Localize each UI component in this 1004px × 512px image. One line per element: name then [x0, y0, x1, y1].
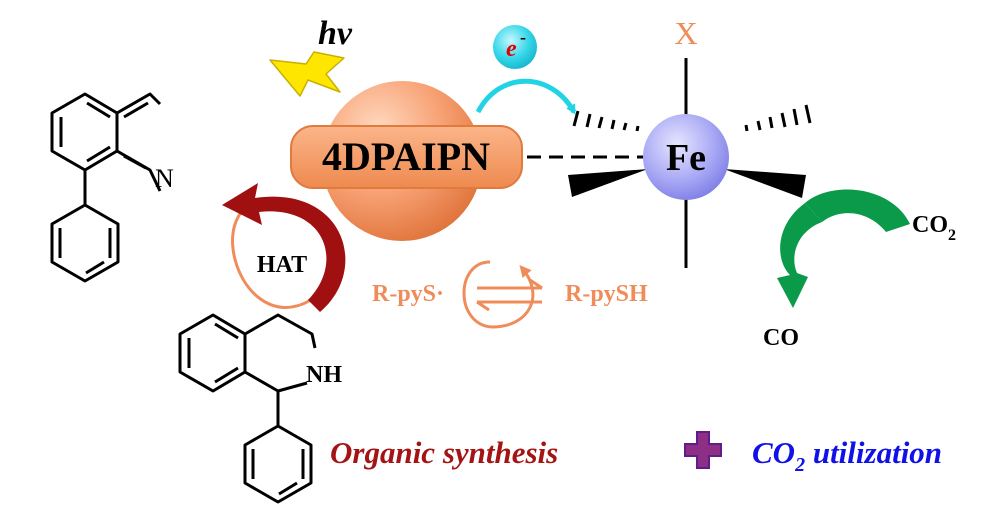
- thiol-cycle-arc-right: [491, 264, 535, 329]
- thiyl-radical-label: R-pyS·: [372, 281, 444, 307]
- organic-synthesis-caption: Organic synthesis: [330, 435, 558, 470]
- fe-hashed-bond-right: [744, 104, 812, 132]
- co2-util-subscript: 2: [794, 454, 805, 476]
- thiol-cycle-arc-left: [462, 260, 493, 329]
- hat-dark-red-arrow: [222, 183, 346, 312]
- photocatalyst-label-box: [290, 125, 523, 189]
- co2-capture-arrow: [805, 189, 910, 232]
- hat-label: HAT: [257, 252, 307, 278]
- co2-utilization-caption: CO2 utilization: [752, 435, 942, 476]
- light-hv-label: hv: [318, 15, 353, 52]
- thiol-label: R-pySH: [565, 281, 648, 307]
- electron-label: e: [506, 36, 517, 62]
- co-product-label: CO: [763, 325, 799, 351]
- fe-hashed-bond-left: [572, 110, 640, 132]
- electron-transfer-arrow: [475, 78, 577, 115]
- co2-main-subscript: 2: [948, 227, 956, 244]
- electron-sphere: [493, 25, 537, 69]
- tetrahydroisoquinoline-structure: [178, 313, 317, 504]
- photocatalyst-label: 4DPAIPN: [322, 134, 490, 179]
- plus-icon: [684, 431, 722, 469]
- isoquinoline-n-label: N: [155, 164, 174, 193]
- fe-label: Fe: [666, 137, 706, 179]
- fe-center-sphere: [643, 114, 729, 200]
- axial-ligand-x-label: X: [674, 15, 697, 51]
- isoquinoline-structure: [50, 92, 162, 283]
- co-release-arrow: [777, 203, 822, 308]
- fe-wedge-bond-left: [568, 169, 648, 197]
- electron-charge-label: -: [520, 27, 526, 47]
- co2-main-label: CO2: [912, 212, 956, 244]
- lightning-icon: [269, 51, 345, 97]
- co2-util-main: CO: [752, 435, 795, 470]
- equilibrium-arrows-icon: [476, 278, 543, 312]
- co2-util-rest: utilization: [805, 435, 942, 470]
- amine-nh-label: NH: [306, 362, 342, 388]
- co2-main-text: CO: [912, 212, 948, 238]
- fe-wedge-bond-right: [724, 169, 806, 198]
